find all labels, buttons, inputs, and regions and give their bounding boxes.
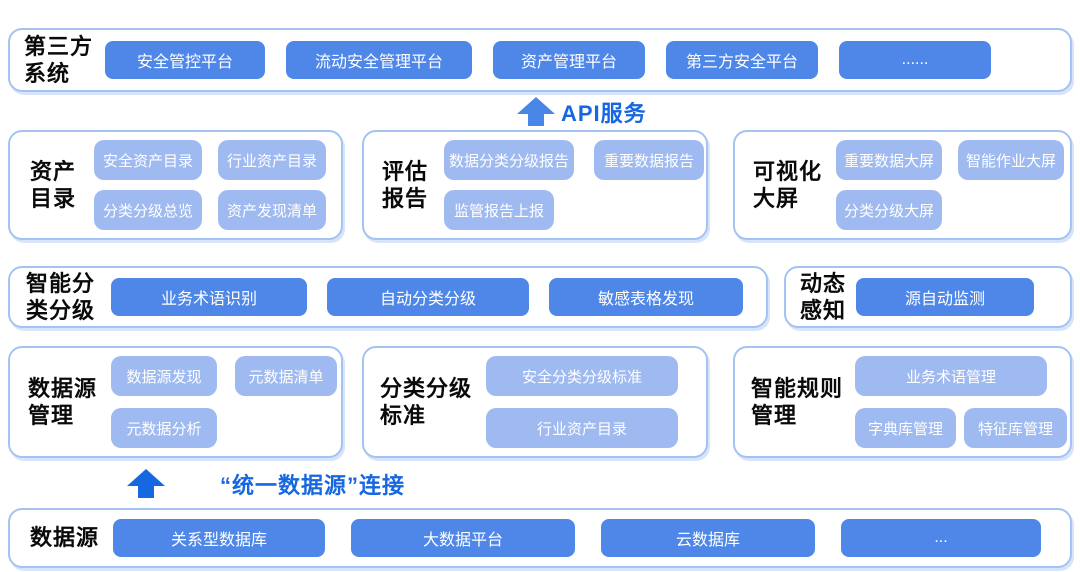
chip: 重要数据大屏	[836, 140, 943, 180]
annotation-label: “统一数据源”连接	[220, 473, 406, 498]
chip: 分类分级总览	[94, 190, 203, 230]
section-label-asset-catalog: 资产 目录	[30, 158, 77, 212]
chip: 智能作业大屏	[958, 140, 1065, 180]
chip-group: 关系型数据库 大数据平台 云数据库 ...	[113, 519, 1042, 557]
chip-group: 安全管控平台 流动安全管理平台 资产管理平台 第三方安全平台 ......	[105, 41, 992, 79]
panel-dynamic-sensing: 动态 感知 源自动监测	[784, 266, 1072, 328]
section-label-intelligent-classification: 智能分 类分级	[26, 270, 96, 324]
chip: 安全管控平台	[105, 41, 266, 79]
section-label-third-party: 第三方 系统	[24, 33, 94, 87]
chip: 特征库管理	[964, 408, 1068, 448]
up-arrow-icon	[127, 469, 165, 499]
chip: 字典库管理	[855, 408, 957, 448]
panel-intelligent-rule-management: 智能规则 管理 业务术语管理 字典库管理 特征库管理	[733, 346, 1072, 458]
panel-asset-catalog: 资产 目录 安全资产目录 行业资产目录 分类分级总览 资产发现清单	[8, 130, 343, 240]
chip: 安全分类分级标准	[486, 356, 679, 396]
panel-intelligent-classification: 智能分 类分级 业务术语识别 自动分类分级 敏感表格发现	[8, 266, 768, 328]
section-label-datasource-management: 数据源 管理	[28, 375, 98, 429]
chip: 分类分级大屏	[836, 190, 943, 230]
chip-group: 安全资产目录 行业资产目录 分类分级总览 资产发现清单	[94, 140, 327, 230]
up-arrow-icon	[517, 97, 555, 127]
section-label-intelligent-rule-management: 智能规则 管理	[751, 375, 844, 429]
chip-group: 数据分类分级报告 重要数据报告 监管报告上报	[444, 140, 705, 230]
chip: 行业资产目录	[218, 140, 327, 180]
unified-datasource-annotation: “统一数据源”连接	[127, 468, 405, 500]
chip-group: 数据源发现 元数据清单 元数据分析	[111, 356, 338, 448]
chip: 云数据库	[601, 519, 816, 557]
chip: 安全资产目录	[94, 140, 203, 180]
section-label-dynamic-sensing: 动态 感知	[800, 270, 847, 324]
chip: 资产管理平台	[493, 41, 646, 79]
chip-group: 源自动监测	[856, 278, 1035, 316]
panel-classification-standards: 分类分级 标准 安全分类分级标准 行业资产目录	[362, 346, 708, 458]
chip-group: 重要数据大屏 智能作业大屏 分类分级大屏	[836, 140, 1065, 230]
chip: 第三方安全平台	[666, 41, 819, 79]
chip: 行业资产目录	[486, 408, 679, 448]
chip: 元数据清单	[235, 356, 338, 396]
section-label-classification-standards: 分类分级 标准	[380, 375, 473, 429]
chip: 源自动监测	[856, 278, 1035, 316]
section-label-visualization-screens: 可视化 大屏	[753, 158, 823, 212]
chip: 流动安全管理平台	[286, 41, 473, 79]
panel-data-sources: 数据源 关系型数据库 大数据平台 云数据库 ...	[8, 508, 1072, 568]
chip: 业务术语识别	[111, 278, 308, 316]
section-label-assessment-reports: 评估 报告	[382, 158, 429, 212]
chip-group: 业务术语管理 字典库管理 特征库管理	[855, 356, 1068, 448]
chip: 数据源发现	[111, 356, 218, 396]
chip: 敏感表格发现	[549, 278, 744, 316]
chip: 元数据分析	[111, 408, 218, 448]
chip: 关系型数据库	[113, 519, 326, 557]
panel-visualization-screens: 可视化 大屏 重要数据大屏 智能作业大屏 分类分级大屏	[733, 130, 1072, 240]
chip: 自动分类分级	[327, 278, 530, 316]
chip-group: 安全分类分级标准 行业资产目录	[486, 356, 679, 448]
chip: 业务术语管理	[855, 356, 1048, 396]
panel-third-party-systems: 第三方 系统 安全管控平台 流动安全管理平台 资产管理平台 第三方安全平台 ..…	[8, 28, 1072, 92]
chip: 重要数据报告	[594, 140, 705, 180]
chip: 大数据平台	[351, 519, 576, 557]
chip: 监管报告上报	[444, 190, 555, 230]
chip: 资产发现清单	[218, 190, 327, 230]
chip: ...	[841, 519, 1042, 557]
api-service-annotation: API服务	[517, 96, 647, 128]
chip: ......	[839, 41, 992, 79]
chip-group: 业务术语识别 自动分类分级 敏感表格发现	[111, 278, 744, 316]
chip: 数据分类分级报告	[444, 140, 575, 180]
panel-assessment-reports: 评估 报告 数据分类分级报告 重要数据报告 监管报告上报	[362, 130, 708, 240]
panel-datasource-management: 数据源 管理 数据源发现 元数据清单 元数据分析	[8, 346, 343, 458]
section-label-data-sources: 数据源	[30, 525, 100, 551]
annotation-label: API服务	[561, 101, 647, 126]
